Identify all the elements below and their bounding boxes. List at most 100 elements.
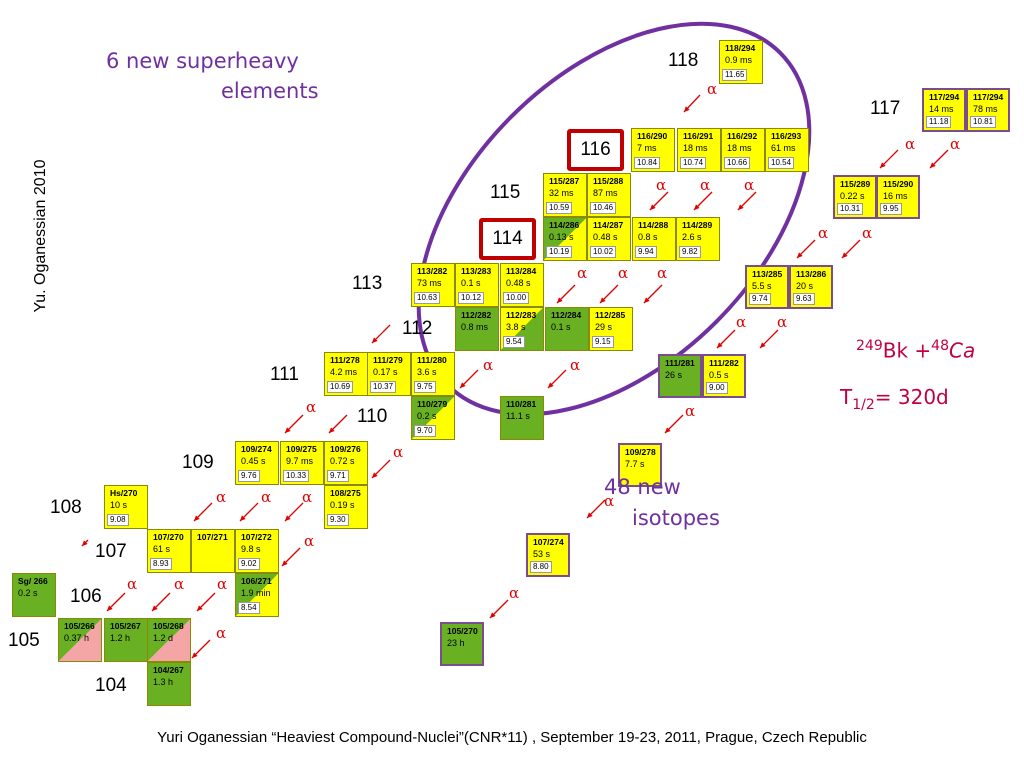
decay-arrow-head [842,252,848,258]
nuclide-halflife: 73 ms [417,278,442,288]
decay-arrow-head [460,382,466,388]
alpha-decay-label: α [393,443,404,461]
nuclide-halflife: 87 ms [593,188,618,198]
nuclide-alpha-energy: 9.30 [327,514,349,526]
nuclide-cell: 111/281 26 s [658,354,702,398]
new-elements-title-line2: elements [221,79,319,103]
z-label-112: 112 [402,318,433,339]
nuclide-halflife: 11.1 s [506,411,530,421]
nuclide-name: 115/290 [883,179,914,189]
decay-arrow-head [194,515,200,521]
nuclide-name: 111/281 [665,358,695,368]
new-elements-title-line1: 6 new superheavy [106,49,299,73]
decay-arrow-head [684,106,690,112]
nuclide-name: 107/274 [533,537,564,547]
new-isotopes-title-line2: isotopes [632,506,720,530]
reaction-plus: + [914,338,932,363]
nuclide-alpha-energy: 9.02 [238,558,260,570]
alpha-decay-label: α [656,176,667,194]
nuclide-halflife: 3.6 s [417,367,437,377]
decay-arrow-head [107,605,113,611]
alpha-decay-label: α [302,488,313,506]
nuclide-name: 113/286 [796,269,827,279]
nuclide-alpha-energy: 10.12 [458,292,485,304]
nuclide-name: 116/293 [771,131,802,141]
nuclide-cell: 107/271 [191,529,235,573]
nuclide-name: 114/287 [593,220,624,230]
nuclide-halflife: 0.2 s [18,588,38,598]
decay-arrow-head [240,515,246,521]
element-114-box: 114 [479,218,536,260]
nuclide-alpha-energy: 10.54 [768,157,795,169]
nuclide-cell: 107/272 9.8 s 9.02 [235,529,279,573]
nuclide-name: 104/267 [153,665,184,675]
decay-arrow-head [930,162,936,168]
nuclide-name: 117/294 [973,92,1004,102]
new-isotopes-title-line1: 48 new [604,475,681,499]
author-vertical-label: Yu. Oganessian 2010 [32,159,49,313]
nuclide-name: 115/289 [840,179,871,189]
nuclide-name: 114/289 [682,220,713,230]
decay-arrow-head [644,297,650,303]
decay-arrow-head [694,204,700,210]
nuclide-halflife: 32 ms [549,188,574,198]
nuclide-name: 107/272 [241,532,272,542]
nuclide-cell: 117/294 78 ms 10.81 [966,88,1010,132]
nuclide-name: 117/294 [929,92,960,102]
nuclide-halflife: 78 ms [973,104,998,114]
nuclide-name: 111/282 [709,358,739,368]
nuclide-halflife: 0.48 s [593,232,618,242]
nuclide-alpha-energy: 10.81 [970,116,997,128]
nuclide-name: 111/279 [373,355,403,365]
decay-arrow-head [285,515,291,521]
nuclide-alpha-energy: 10.63 [414,292,441,304]
z-label-104: 104 [95,675,127,696]
nuclide-name: 116/291 [683,131,714,141]
nuclide-halflife: 0.5 s [709,370,729,380]
nuclide-halflife: 10 s [110,500,128,510]
nuclide-halflife: 0.22 s [840,191,865,201]
half-life-value: = 320d [874,385,949,409]
decay-arrow-head [760,342,766,348]
nuclide-alpha-energy: 10.33 [283,470,310,482]
decay-arrow-head [152,605,158,611]
nuclide-halflife: 16 ms [883,191,908,201]
nuclide-name: 107/271 [197,532,228,542]
nuclide-name: 116/290 [637,131,668,141]
nuclide-name: 113/283 [461,266,492,276]
nuclide-halflife: 0.1 s [551,322,571,332]
nuclide-name: 116/292 [727,131,758,141]
nuclide-alpha-energy: 11.65 [722,69,748,81]
nuclide-halflife: 0.17 s [373,367,398,377]
nuclide-name: 110/279 [417,399,448,409]
nuclide-halflife: 18 ms [683,143,708,153]
alpha-decay-label: α [509,584,520,602]
nuclide-halflife: 5.5 s [752,281,772,291]
target-symbol: Bk [882,338,909,363]
nuclide-name: Sg/ 266 [18,576,48,586]
alpha-decay-label: α [744,176,755,194]
decay-arrow-head [82,540,88,546]
nuclide-halflife: 7.7 s [625,459,645,469]
nuclide-name: 105/266 [64,621,95,631]
nuclide-halflife: 26 s [665,370,683,380]
decay-arrow-head [372,337,378,343]
nuclide-halflife: 1.2 d [153,633,174,643]
nuclide-halflife: 9.8 s [241,544,261,554]
z-label-110: 110 [357,406,388,427]
